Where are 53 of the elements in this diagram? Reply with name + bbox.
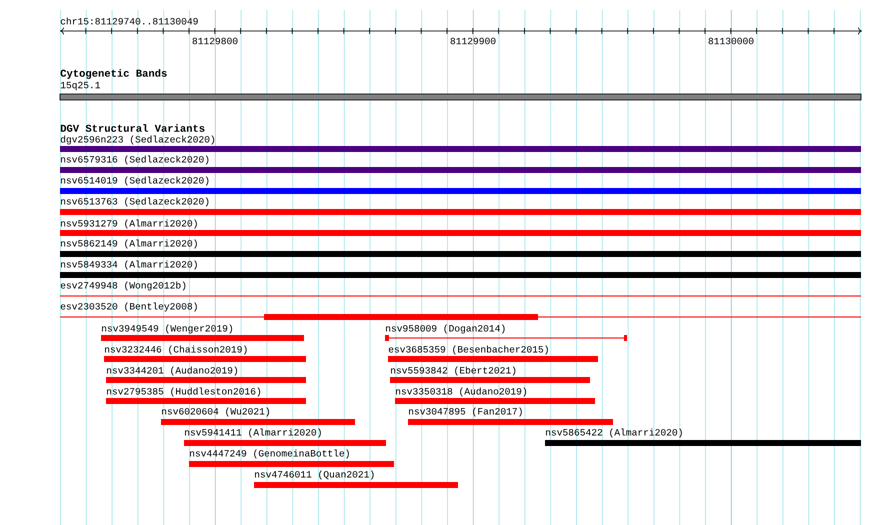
node-label: esv2303520 (Bentley2008) [60,302,197,312]
node-label: nsv5862149 (Almarri2020) [61,240,197,248]
node-label: nsv5865422 (Almarri2020) [546,428,682,438]
variant-feature: nsv958009 (Dogan2014) [384,324,627,341]
variant-feature: nsv6514019 (Sedlazeck2020) [60,176,861,194]
variant-feature: nsv3949549 (Wenger2019) [101,324,304,341]
variant-feature: nsv5862149 (Almarri2020) [60,240,861,257]
node-label: nsv6020604 (Wu2021) [162,408,270,416]
node-label: esv3685359 (Besenbacher2015) [388,346,548,354]
node-label: dgv2596n223 (Sedlazeck2020) [60,136,214,144]
variant-feature: nsv6020604 (Wu2021) [161,408,355,425]
node-label: nsv2795385 (Huddleston2016) [107,388,260,396]
node-label: nsv3232446 (Chaisson2019) [105,346,247,354]
variant-feature: esv2303520 (Bentley2008) [60,302,862,320]
node-label: 15q25.1 [60,82,100,90]
node-label: nsv6579316 (Sedlazeck2020) [61,156,208,164]
track-heading: Cytogenetic Bands [60,69,167,79]
variant-feature: nsv3232446 (Chaisson2019) [104,346,306,362]
tick-label: 81129900 [450,38,496,44]
variant-feature: nsv5593842 (Ebert2021) [390,366,590,383]
node-label: nsv5931279 (Almarri2020) [61,220,197,228]
node-label: nsv3949549 (Wenger2019) [102,324,232,334]
node-label: nsv4447249 (GenomeinaBottle) [190,450,349,458]
node-label: nsv3350318 (Audano2019) [396,388,526,396]
variant-feature: nsv5931279 (Almarri2020) [60,220,861,236]
node-label: nsv3047895 (Fan2017) [409,408,522,416]
node-label: nsv3344201 (Audano2019) [107,366,238,376]
variant-feature: nsv4447249 (GenomeinaBottle) [189,450,394,467]
variant-feature: nsv3344201 (Audano2019) [106,366,306,383]
tick-label: 81129800 [192,38,238,44]
variant-feature: nsv6579316 (Sedlazeck2020) [60,156,861,173]
tick-label: 81130000 [708,38,754,44]
variant-feature: nsv5865422 (Almarri2020) [545,428,861,446]
variant-feature: nsv3047895 (Fan2017) [408,408,613,425]
location-label: chr15:81129740..81130049 [60,17,198,25]
variant-feature: nsv3350318 (Audano2019) [395,388,595,404]
variant-feature: nsv2795385 (Huddleston2016) [106,388,306,404]
variant-feature: esv3685359 (Besenbacher2015) [388,346,598,362]
variant-feature: nsv5941411 (Almarri2020) [184,428,386,446]
track-heading: DGV Structural Variants [60,124,204,132]
variant-feature: nsv4746011 (Quan2021) [254,470,458,488]
node-label: nsv5849334 (Almarri2020) [61,260,197,270]
variant-feature: nsv6513763 (Sedlazeck2020) [60,198,861,215]
node-label: nsv6513763 (Sedlazeck2020) [61,198,208,206]
node-label: nsv5941411 (Almarri2020) [185,428,321,438]
node-label: nsv958009 (Dogan2014) [386,324,505,334]
variant-feature: dgv2596n223 (Sedlazeck2020) [60,136,861,152]
node-label: nsv5593842 (Ebert2021) [391,366,516,376]
variant-feature: esv2749948 (Wong2012b) [60,282,862,296]
node-label: nsv4746011 (Quan2021) [255,470,374,480]
variant-feature: nsv5849334 (Almarri2020) [60,260,861,278]
node-label: nsv6514019 (Sedlazeck2020) [61,176,208,186]
cytoband-track: 15q25.1 [60,82,862,100]
